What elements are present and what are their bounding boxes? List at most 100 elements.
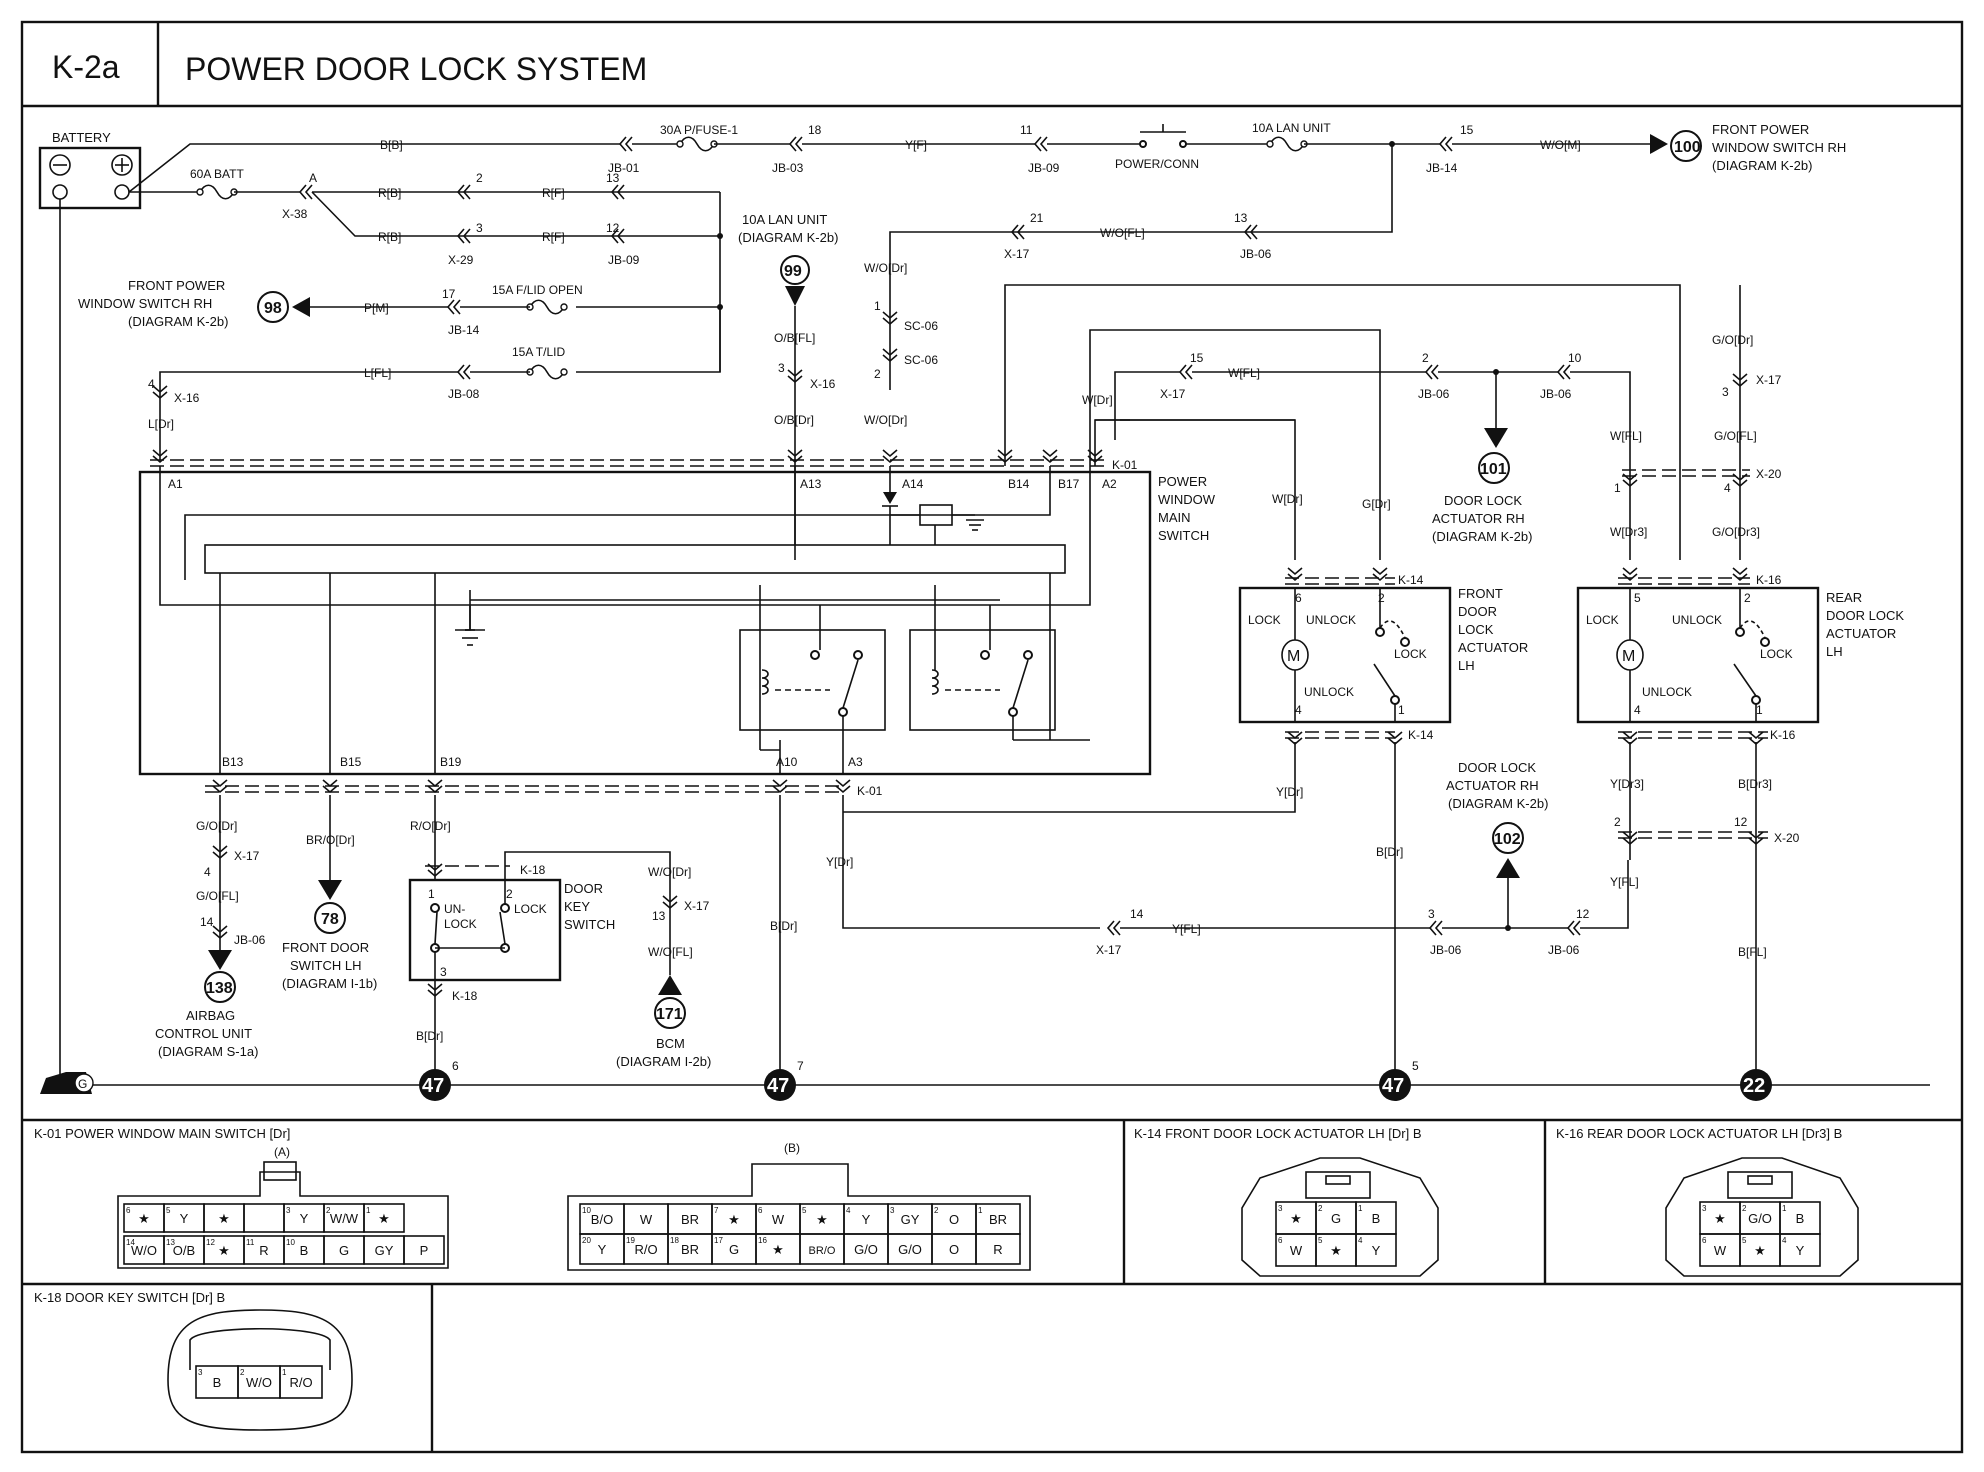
svg-text:SWITCH LH: SWITCH LH xyxy=(290,958,362,973)
svg-text:W/O[Dr]: W/O[Dr] xyxy=(864,261,907,275)
svg-text:X-16: X-16 xyxy=(810,377,836,391)
svg-text:47: 47 xyxy=(422,1075,444,1097)
battery-label: BATTERY xyxy=(52,130,111,145)
svg-text:UNLOCK: UNLOCK xyxy=(1304,685,1354,699)
ground-47-icon xyxy=(764,1069,796,1101)
svg-text:JB-14: JB-14 xyxy=(448,323,480,337)
svg-text:13: 13 xyxy=(606,171,620,185)
battery-positive-icon xyxy=(111,154,133,176)
connector-pin-number: 6 xyxy=(758,1206,763,1215)
svg-text:ACTUATOR: ACTUATOR xyxy=(1458,640,1528,655)
svg-text:12: 12 xyxy=(1576,907,1590,921)
svg-text:LOCK: LOCK xyxy=(1760,647,1793,661)
svg-text:1: 1 xyxy=(428,887,435,901)
svg-text:UNLOCK: UNLOCK xyxy=(1306,613,1356,627)
svg-text:B17: B17 xyxy=(1058,477,1080,491)
ground-22-icon xyxy=(1740,1069,1772,1101)
svg-text:15: 15 xyxy=(1460,123,1474,137)
connector-pin-number: 5 xyxy=(802,1206,807,1215)
svg-text:3: 3 xyxy=(476,221,483,235)
connector-pin-label: BR xyxy=(681,1212,699,1227)
svg-text:A13: A13 xyxy=(800,477,822,491)
svg-text:WINDOW SWITCH RH: WINDOW SWITCH RH xyxy=(78,296,212,311)
svg-text:SWITCH: SWITCH xyxy=(1158,528,1209,543)
svg-text:B[Dr]: B[Dr] xyxy=(770,919,797,933)
svg-text:B[FL]: B[FL] xyxy=(1738,945,1767,959)
connector-pin-label: ★ xyxy=(138,1211,150,1226)
connector-pin-number: 7 xyxy=(714,1206,719,1215)
connector-pin-number: 2 xyxy=(1742,1204,1747,1213)
svg-text:4: 4 xyxy=(1724,481,1731,495)
svg-text:A10: A10 xyxy=(776,755,798,769)
lock-relay-1 xyxy=(739,629,886,731)
svg-text:(DIAGRAM S-1a): (DIAGRAM S-1a) xyxy=(158,1044,258,1059)
svg-text:99: 99 xyxy=(784,263,802,280)
k01-panel-title: K-01 POWER WINDOW MAIN SWITCH [Dr] xyxy=(34,1126,290,1141)
connector-pin-number: 3 xyxy=(198,1368,203,1377)
connector-pin-number: 11 xyxy=(246,1238,255,1247)
connector-pin-label: R xyxy=(993,1242,1002,1257)
svg-text:WINDOW: WINDOW xyxy=(1158,492,1216,507)
connector-pin-number: 16 xyxy=(758,1236,767,1245)
svg-text:K-14: K-14 xyxy=(1408,728,1434,742)
svg-text:X-17: X-17 xyxy=(1004,247,1030,261)
svg-text:R[B]: R[B] xyxy=(378,186,401,200)
connector-pin-label: ★ xyxy=(218,1243,230,1258)
svg-text:X-20: X-20 xyxy=(1756,467,1782,481)
diagram-code: K-2a xyxy=(52,49,120,85)
svg-text:3: 3 xyxy=(440,965,447,979)
connector-pin-label: G/O xyxy=(898,1242,922,1257)
svg-text:2: 2 xyxy=(874,367,881,381)
svg-text:DOOR: DOOR xyxy=(564,881,603,896)
door-key-switch xyxy=(408,878,562,982)
jb14-pin17 xyxy=(447,299,461,315)
svg-text:R[F]: R[F] xyxy=(542,186,565,200)
lock-relay-2 xyxy=(909,629,1056,731)
svg-text:2: 2 xyxy=(1744,591,1751,605)
svg-text:102: 102 xyxy=(1494,831,1521,848)
svg-text:SC-06: SC-06 xyxy=(904,353,938,367)
svg-text:JB-14: JB-14 xyxy=(1426,161,1458,175)
svg-text:Y[Dr]: Y[Dr] xyxy=(1276,785,1303,799)
svg-text:A: A xyxy=(309,171,317,185)
svg-text:FRONT POWER: FRONT POWER xyxy=(1712,122,1809,137)
jb03-connector xyxy=(789,136,803,152)
connector-pin-label: W xyxy=(640,1212,653,1227)
svg-text:1: 1 xyxy=(874,299,881,313)
connector-pin-label: ★ xyxy=(728,1212,740,1227)
connector-pin-label: W xyxy=(772,1212,785,1227)
jb06-pin10 xyxy=(1557,364,1571,380)
ground-47-icon xyxy=(419,1069,451,1101)
k18-panel-title: K-18 DOOR KEY SWITCH [Dr] B xyxy=(34,1290,225,1305)
svg-text:R[F]: R[F] xyxy=(542,230,565,244)
connector-pin-label: Y xyxy=(180,1211,189,1226)
connector-pin-number: 6 xyxy=(126,1206,131,1215)
svg-text:AIRBAG: AIRBAG xyxy=(186,1008,235,1023)
svg-text:G/O[Dr]: G/O[Dr] xyxy=(196,819,237,833)
svg-text:14: 14 xyxy=(1130,907,1144,921)
svg-text:LOCK: LOCK xyxy=(1586,613,1619,627)
svg-text:JB-09: JB-09 xyxy=(1028,161,1060,175)
ref-99-icon xyxy=(780,255,810,285)
svg-text:REAR: REAR xyxy=(1826,590,1862,605)
connector-pin-number: 5 xyxy=(1318,1236,1323,1245)
connector-pin-number: 18 xyxy=(670,1236,679,1245)
svg-text:4: 4 xyxy=(148,377,155,391)
svg-text:2: 2 xyxy=(506,887,513,901)
svg-text:5: 5 xyxy=(1634,591,1641,605)
connector-pin-label: BR xyxy=(989,1212,1007,1227)
svg-text:JB-06: JB-06 xyxy=(1540,387,1572,401)
svg-text:4: 4 xyxy=(204,865,211,879)
svg-text:JB-06: JB-06 xyxy=(1240,247,1272,261)
connector-pin-label: ★ xyxy=(1754,1243,1766,1258)
svg-text:1: 1 xyxy=(1398,703,1405,717)
connector-pin-label: W/O xyxy=(131,1243,157,1258)
connector-pin-label: BR xyxy=(681,1242,699,1257)
ground-47-icon xyxy=(1379,1069,1411,1101)
svg-text:3: 3 xyxy=(1428,907,1435,921)
